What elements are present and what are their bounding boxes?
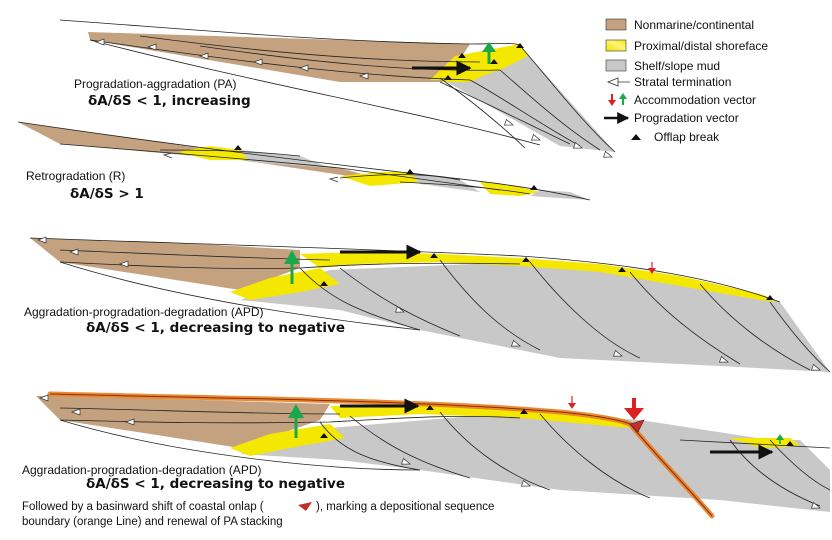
legend-progradation: Progradation vector xyxy=(634,111,739,125)
r-shelf-3 xyxy=(530,190,590,200)
apd2-shoreface-lower xyxy=(230,424,345,456)
r-shelf-2 xyxy=(410,172,480,192)
legend-swatch-nonmarine xyxy=(605,18,627,31)
r-title: Retrogradation (R) xyxy=(26,169,125,183)
legend-accommodation: Accommodation vector xyxy=(634,93,756,107)
legend-termination: Stratal termination xyxy=(634,75,731,89)
r-offlap-breaks xyxy=(234,145,538,190)
panel-pa: Progradation-aggradation (PA) δA/δS < 1,… xyxy=(59,19,616,158)
apd2-accommodation-up xyxy=(288,404,304,438)
apd-accommodation-down xyxy=(648,262,656,274)
pa-title: Progradation-aggradation (PA) xyxy=(74,77,237,91)
apd2-caption-onlap-icon xyxy=(298,502,312,511)
apd-stratal-terminations xyxy=(37,236,821,371)
accommodation-vector-icon xyxy=(608,93,627,106)
pa-strata xyxy=(59,19,616,153)
apd-shoreface-top xyxy=(300,252,780,302)
r-strata xyxy=(17,121,591,201)
apd2-accommodation-down-small xyxy=(568,396,576,409)
apd-shoreface-lower xyxy=(230,268,340,300)
r-shoreface-1 xyxy=(178,146,250,160)
legend-nonmarine: Nonmarine/continental xyxy=(634,18,754,32)
r-shelf-1 xyxy=(240,150,330,168)
apd2-accommodation-up-small xyxy=(776,434,784,444)
legend-shoreface: Proximal/distal shoreface xyxy=(634,39,768,53)
pa-accommodation-vector xyxy=(482,42,496,64)
r-shoreface-3 xyxy=(480,182,540,196)
pa-nonmarine xyxy=(88,32,470,82)
offlap-break-icon xyxy=(631,134,641,140)
apd-shelf-mud xyxy=(240,262,830,372)
apd2-shelf-mud xyxy=(240,412,830,512)
apd2-strata xyxy=(59,407,831,507)
r-stratal-terminations xyxy=(162,152,339,183)
pa-ratio: δA/δS < 1, increasing xyxy=(88,93,251,109)
panel-apd-sequence-boundary: Aggradation-progradation-degradation (AP… xyxy=(22,391,831,528)
pa-offlap-breaks xyxy=(444,43,524,80)
apd2-accommodation-down-large xyxy=(624,398,644,420)
apd2-caption-line1-b: ), marking a depositional sequence xyxy=(316,501,494,513)
apd-offlap-breaks xyxy=(320,253,774,300)
legend-offlap: Offlap break xyxy=(654,130,720,144)
apd-title: Aggradation-progradation-degradation (AP… xyxy=(24,305,263,319)
apd2-boundary-core xyxy=(49,393,713,517)
apd2-caption-line2: boundary (orange Line) and renewal of PA… xyxy=(22,516,283,528)
apd2-caption-line1-a: Followed by a basinward shift of coastal… xyxy=(22,501,264,513)
pa-stratal-terminations xyxy=(95,38,613,158)
apd2-ratio: δA/δS < 1, decreasing to negative xyxy=(86,476,345,492)
apd2-coastal-onlap-marker xyxy=(629,419,645,433)
r-ratio: δA/δS > 1 xyxy=(70,186,144,202)
apd2-offlap-breaks xyxy=(320,405,794,446)
stratal-termination-icon xyxy=(606,77,630,87)
panel-apd: Aggradation-progradation-degradation (AP… xyxy=(24,236,831,373)
legend-swatch-shoreface xyxy=(605,39,627,52)
legend-swatch-shelf xyxy=(605,59,627,72)
panel-r: Retrogradation (R) δA/δS > 1 xyxy=(17,121,591,202)
apd2-stratal-terminations xyxy=(39,394,821,509)
apd-accommodation-up xyxy=(284,250,300,284)
legend: Nonmarine/continental Proximal/distal sh… xyxy=(604,18,768,144)
apd-nonmarine xyxy=(30,238,300,290)
apd-strata xyxy=(29,237,831,373)
legend-shelf: Shelf/slope mud xyxy=(634,59,720,73)
r-shoreface-2 xyxy=(340,172,420,186)
apd-ratio: δA/δS < 1, decreasing to negative xyxy=(86,320,345,336)
apd2-title: Aggradation-progradation-degradation (AP… xyxy=(22,463,261,477)
